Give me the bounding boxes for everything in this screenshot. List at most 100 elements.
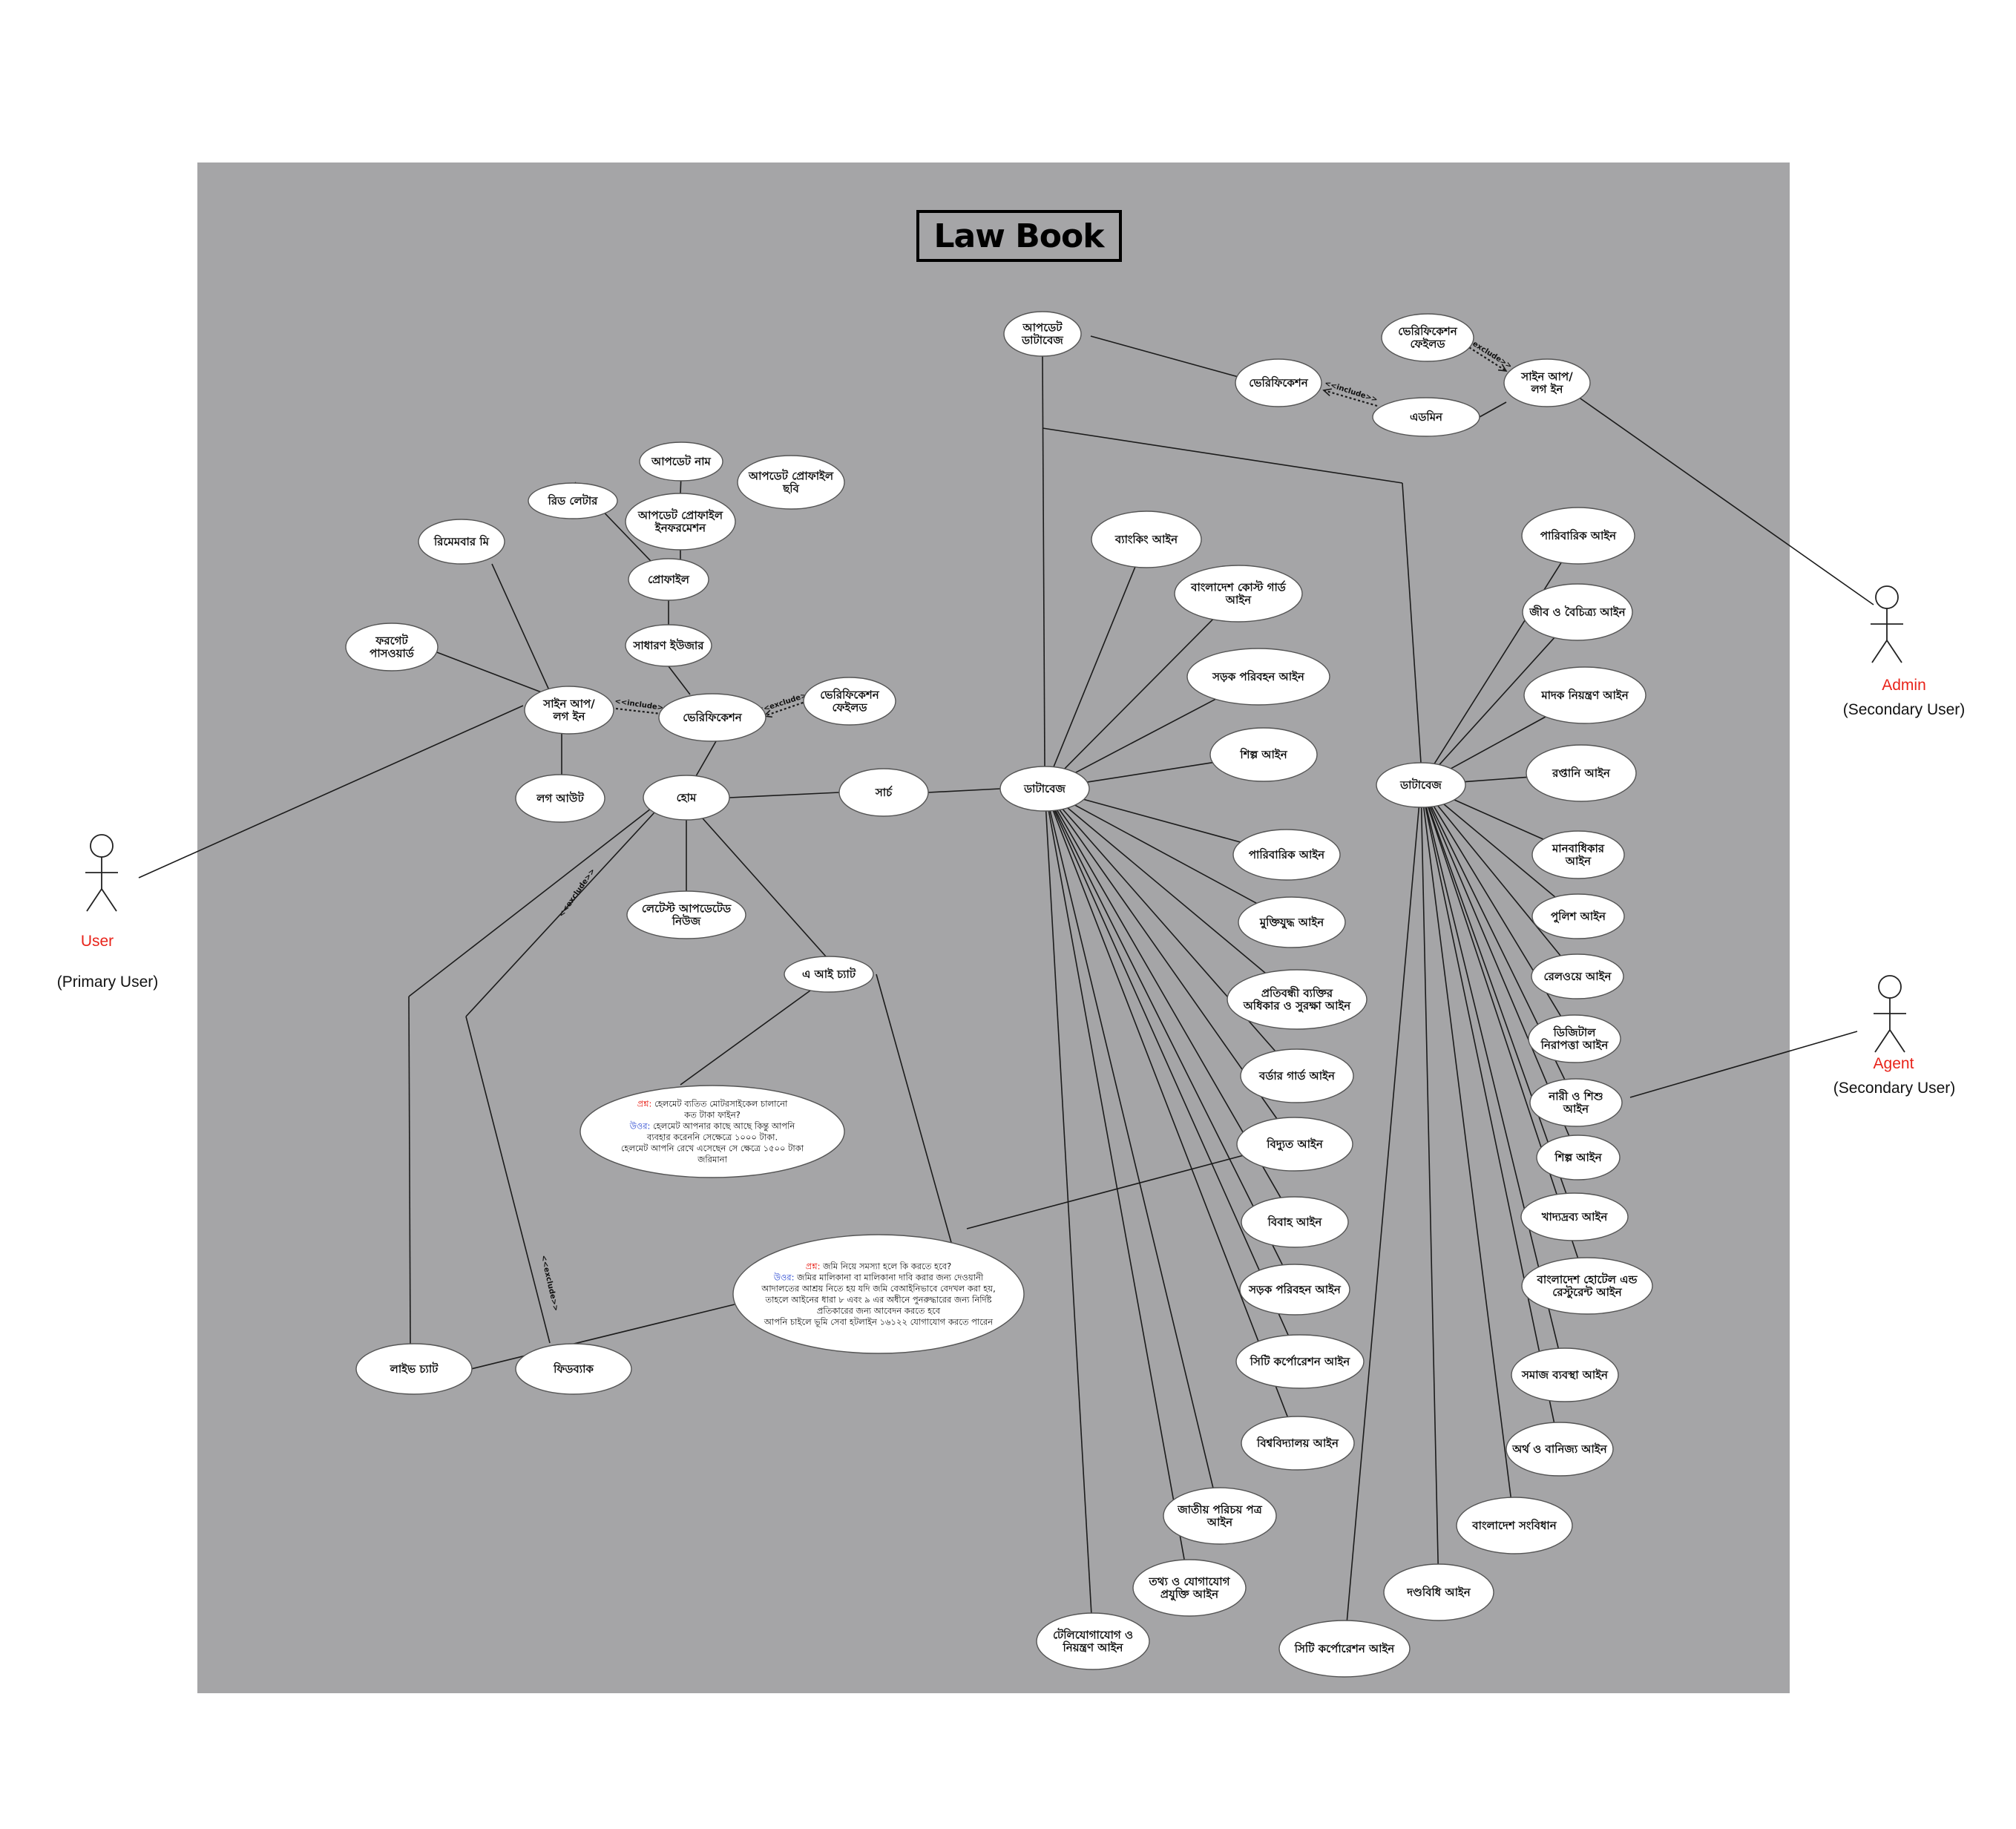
use-case-l-university[interactable]: বিশ্ববিদ্যালয় আইন [1241, 1416, 1355, 1471]
use-case-verif-failed-admin[interactable]: ভেরিফিকেশনফেইলড [1381, 313, 1474, 362]
use-case-label: অর্থ ও বানিজ্য আইন [1511, 1442, 1607, 1456]
use-case-l-police[interactable]: পুলিশ আইন [1531, 893, 1625, 939]
use-case-label: বিদ্যুত আইন [1266, 1137, 1324, 1151]
actor-agent[interactable]: Agent(Secondary User) [1833, 975, 1956, 1097]
use-case-l-constitution[interactable]: বাংলাদেশ সংবিধান [1456, 1497, 1573, 1554]
use-case-remember-me[interactable]: রিমেমবার মি [418, 519, 505, 565]
use-case-ellipse [784, 956, 874, 993]
use-case-ellipse [1132, 1559, 1247, 1617]
note-line: জরিমানা [697, 1155, 727, 1165]
use-case-label: আপডেট নাম [651, 454, 711, 468]
use-case-label: লগ আউট [536, 791, 584, 805]
use-case-l-penal[interactable]: দণ্ডবিধি আইন [1383, 1563, 1494, 1621]
use-case-ellipse [1506, 1422, 1614, 1477]
use-case-l-family2[interactable]: পারিবারিক আইন [1521, 507, 1635, 565]
use-case-read-letter[interactable]: রিড লেটার [528, 482, 618, 519]
use-case-l-social[interactable]: সমাজ ব্যবস্থা আইন [1511, 1347, 1619, 1402]
use-case-ellipse [1091, 510, 1202, 568]
use-case-ai-chat[interactable]: এ আই চ্যাট [784, 956, 874, 993]
db-law-line [1067, 807, 1266, 973]
use-case-label: ইনফরমেশন [654, 521, 706, 535]
use-case-l-ict[interactable]: তথ্য ও যোগাযোগপ্রযুক্তি আইন [1132, 1559, 1247, 1617]
db-law-line [1439, 637, 1555, 766]
use-case-l-family1[interactable]: পারিবারিক আইন [1232, 829, 1341, 881]
db-law-line [1451, 716, 1546, 769]
use-case-ellipse [1529, 1078, 1623, 1127]
use-case-label: আইন [1206, 1515, 1233, 1529]
actor-leg [1889, 1029, 1905, 1053]
use-case-l-biodiversity[interactable]: জীব ও বৈচিত্র্য আইন [1522, 583, 1633, 641]
use-case-label: লগ ইন [553, 709, 586, 723]
db-law-line [1087, 761, 1213, 783]
use-case-l-liberation[interactable]: মুক্তিযুদ্ধ আইন [1238, 896, 1346, 948]
use-case-label: ব্যাংকিং আইন [1114, 532, 1178, 546]
actor-user[interactable]: User(Primary User) [57, 834, 159, 991]
use-case-label: নিয়ন্ত্রণ আইন [1062, 1641, 1123, 1655]
use-case-l-food[interactable]: খাদ্যদ্রব্য আইন [1520, 1192, 1629, 1241]
use-case-update-name[interactable]: আপডেট নাম [639, 441, 723, 482]
use-case-label: ডিজিটাল [1553, 1025, 1597, 1040]
db-law-line [1054, 810, 1289, 1336]
use-case-latest-news[interactable]: লেটেস্ট আপডেটেডনিউজ [626, 890, 746, 939]
use-case-l-railway[interactable]: রেলওয়ে আইন [1531, 953, 1624, 999]
db-law-line [1429, 807, 1570, 1137]
association-line [668, 666, 691, 695]
use-case-label: দণ্ডবিধি আইন [1406, 1585, 1471, 1599]
use-case-profile[interactable]: প্রোফাইল [628, 558, 709, 601]
use-case-l-road2[interactable]: সড়ক পরিবহন আইন [1239, 1264, 1350, 1316]
use-case-l-disability[interactable]: প্রতিবন্ধী ব্যক্তিরঅধিকার ও সুরক্ষা আইন [1227, 969, 1367, 1030]
use-case-general-user[interactable]: সাধারণ ইউজার [625, 624, 712, 667]
use-case-search[interactable]: সার্চ [838, 768, 929, 817]
use-case-ellipse [625, 493, 736, 551]
use-case-label: রপ্তানি আইন [1552, 766, 1611, 780]
use-case-admin-uc[interactable]: এডমিন [1372, 397, 1480, 437]
use-case-db2[interactable]: ডাটাবেজ [1376, 762, 1466, 808]
use-case-label: লেটেস্ট আপডেটেড [642, 902, 732, 916]
use-case-l-road1[interactable]: সড়ক পরিবহন আইন [1186, 648, 1330, 706]
actor-admin[interactable]: Admin(Secondary User) [1843, 585, 1966, 718]
use-case-db1[interactable]: ডাটাবেজ [999, 766, 1090, 812]
use-case-feedback[interactable]: ফিডব্যাক [515, 1343, 632, 1395]
use-case-home[interactable]: হোম [643, 775, 730, 821]
use-case-verif-failed-user[interactable]: ভেরিফিকেশনফেইলড [803, 677, 896, 726]
use-case-label: নিউজ [672, 914, 701, 928]
use-case-signin-user[interactable]: সাইন আপ/লগ ইন [524, 686, 614, 735]
use-case-forgot-password[interactable]: ফরগেটপাসওয়ার্ড [345, 623, 439, 671]
use-case-l-digital[interactable]: ডিজিটালনিরাপত্তা আইন [1528, 1014, 1621, 1063]
use-case-l-citycorp2[interactable]: সিটি কর্পোরেশন আইন [1278, 1620, 1411, 1678]
use-case-signin-admin[interactable]: সাইন আপ/লগ ইন [1503, 358, 1591, 407]
use-case-l-finance[interactable]: অর্থ ও বানিজ্য আইন [1506, 1422, 1614, 1477]
exclude-arrow [764, 700, 808, 718]
use-case-l-womenchild[interactable]: নারী ও শিশুআইন [1529, 1078, 1623, 1127]
use-case-l-hotel[interactable]: বাংলাদেশ হোটেল এন্ডরেস্টুরেন্ট আইন [1521, 1257, 1653, 1315]
use-case-l-banking[interactable]: ব্যাংকিং আইন [1091, 510, 1202, 568]
use-case-ellipse [1503, 358, 1591, 407]
use-case-verification-admin[interactable]: ভেরিফিকেশন [1235, 358, 1322, 407]
use-case-l-marriage[interactable]: বিবাহ আইন [1241, 1196, 1349, 1248]
use-case-live-chat[interactable]: লাইভ চ্যাট [355, 1343, 473, 1395]
actor-leg [101, 888, 117, 912]
use-case-ellipse [1278, 1620, 1411, 1678]
use-case-l-narcotics[interactable]: মাদক নিয়ন্ত্রণ আইন [1523, 666, 1646, 724]
use-case-l-border[interactable]: বর্ডার গার্ড আইন [1240, 1048, 1354, 1103]
use-case-ellipse [1003, 311, 1082, 357]
use-case-l-telecom[interactable]: টেলিযোগাযোগ ওনিয়ন্ত্রণ আইন [1036, 1612, 1150, 1670]
use-case-logout[interactable]: লগ আউট [515, 774, 605, 823]
use-case-l-industry2[interactable]: শিল্প আইন [1536, 1134, 1621, 1181]
use-case-l-electricity[interactable]: বিদ্যুত আইন [1236, 1117, 1353, 1172]
use-case-ellipse [626, 890, 746, 939]
use-case-verification-user[interactable]: ভেরিফিকেশন [658, 693, 766, 742]
use-case-l-citycorp1[interactable]: সিটি কর্পোরেশন আইন [1235, 1334, 1365, 1389]
use-case-ellipse [1241, 1416, 1355, 1471]
use-case-ellipse [1209, 727, 1318, 782]
use-case-l-industry1[interactable]: শিল্প আইন [1209, 727, 1318, 782]
use-case-l-export[interactable]: রপ্তানি আইন [1526, 744, 1637, 802]
use-case-update-db[interactable]: আপডেটডাটাবেজ [1003, 311, 1082, 357]
db-law-line [1443, 804, 1556, 898]
db-law-line [1083, 798, 1241, 843]
